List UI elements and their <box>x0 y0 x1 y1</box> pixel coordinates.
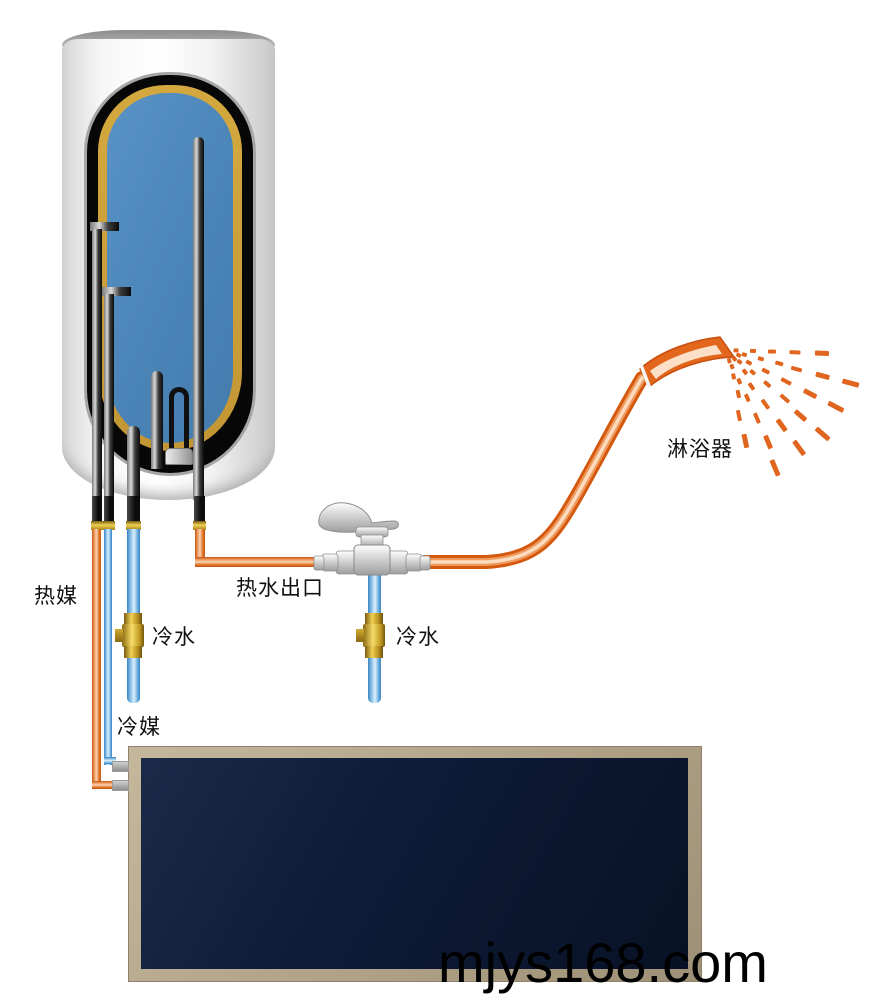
solar-collector-absorber <box>141 758 688 969</box>
tank-inner-pipe <box>90 222 119 231</box>
watermark: mjys168.com <box>438 931 768 994</box>
tank-inner-pipe <box>92 229 102 500</box>
water-spray <box>726 348 860 477</box>
brass-fitting <box>103 521 115 530</box>
collector-inlet-port <box>112 761 129 772</box>
brass-fitting <box>91 521 103 530</box>
cold-water-valve-icon <box>356 613 388 658</box>
shower-hose <box>418 371 649 569</box>
heating-element-base <box>165 448 193 465</box>
label-cold-water-left: 冷水 <box>152 625 196 649</box>
valve-nut <box>365 613 383 625</box>
collector-outlet-port <box>112 780 129 791</box>
tank-inner-pipe <box>104 294 114 500</box>
tank-water <box>107 93 233 443</box>
hot-water-outlet-pipe <box>195 529 205 562</box>
tank-sensor-tube <box>151 371 163 469</box>
valve-body <box>363 624 385 647</box>
valve-spout <box>115 629 123 642</box>
cold-water-valve-icon <box>115 613 147 658</box>
valve-spout <box>356 629 364 642</box>
label-shower: 淋浴器 <box>667 437 733 461</box>
hot-water-pipe-to-hose <box>412 557 480 567</box>
label-cold-water-right: 冷水 <box>396 625 440 649</box>
heating-element <box>169 387 189 449</box>
hot-medium-pipe-elbow <box>92 781 116 789</box>
hot-water-outlet-pipe <box>195 557 340 567</box>
tank-cold-inlet-tube <box>127 426 140 500</box>
brass-fitting <box>126 521 141 530</box>
tank-port <box>104 496 114 523</box>
label-hot-water-outlet: 热水出口 <box>236 576 324 600</box>
label-hot-medium: 热媒 <box>34 584 78 608</box>
label-cold-medium: 冷媒 <box>117 715 161 739</box>
shower-head-icon <box>639 336 735 388</box>
tank-port <box>92 496 102 523</box>
tank-port <box>127 496 140 523</box>
valve-nut <box>124 613 142 625</box>
tank-port <box>194 496 205 523</box>
cold-medium-pipe-elbow <box>104 757 116 764</box>
brass-fitting <box>193 521 206 530</box>
tank-inner-pipe <box>102 287 131 296</box>
valve-nut <box>365 646 383 658</box>
valve-body <box>122 624 144 647</box>
cold-medium-pipe <box>104 529 112 765</box>
hot-medium-pipe <box>92 529 101 789</box>
valve-nut <box>124 646 142 658</box>
tank-outlet-tube <box>193 137 204 500</box>
